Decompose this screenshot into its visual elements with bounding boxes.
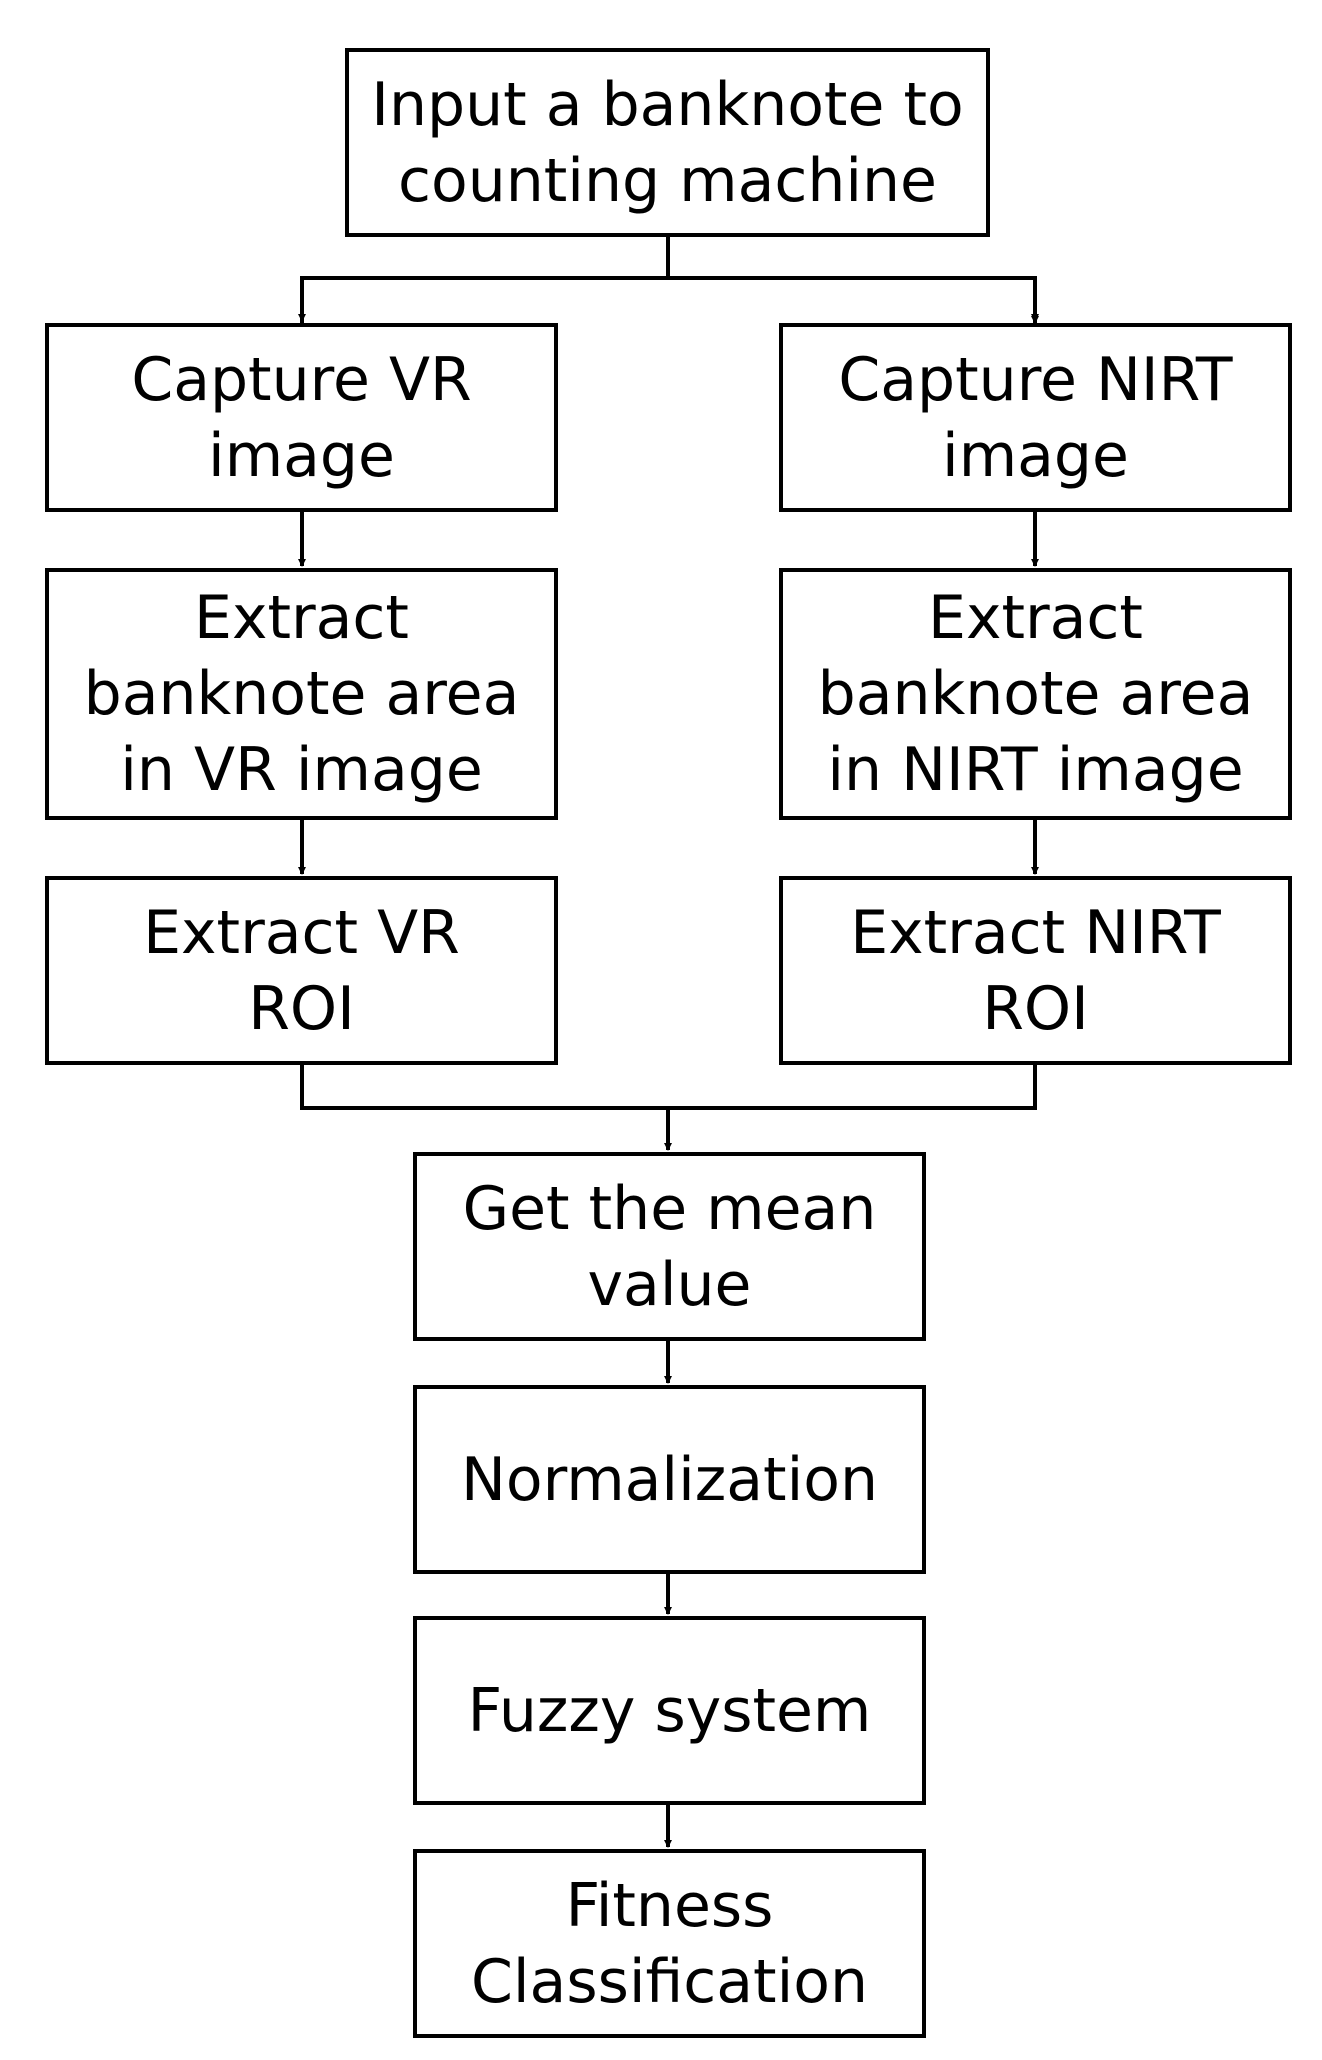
- capture-vr-line-1: Capture VR: [131, 344, 472, 415]
- connector-input-split: [300, 237, 1035, 323]
- capture-vr-node: Capture VR image: [45, 323, 558, 512]
- extract-area-nirt-line-2: banknote area: [817, 659, 1254, 729]
- fitness-classification-line-1: Fitness: [565, 1870, 774, 1941]
- normalization-line-1: Normalization: [461, 1444, 878, 1515]
- capture-nirt-line-2: image: [942, 420, 1129, 491]
- fitness-classification-line-2: Classification: [470, 1946, 868, 2017]
- extract-area-vr-line-1: Extract: [194, 583, 409, 653]
- input-banknote-line-1: Input a banknote to: [371, 69, 964, 140]
- extract-roi-nirt-line-2: ROI: [982, 973, 1089, 1044]
- extract-area-nirt-line-3: in NIRT image: [827, 735, 1244, 805]
- extract-area-vr-line-3: in VR image: [120, 735, 483, 805]
- extract-roi-nirt-node: Extract NIRT ROI: [779, 876, 1292, 1065]
- extract-roi-nirt-line-1: Extract NIRT: [850, 897, 1221, 968]
- connector-roi-merge: [300, 1065, 1037, 1110]
- extract-area-vr-node: Extract banknote area in VR image: [45, 568, 558, 820]
- extract-roi-vr-line-2: ROI: [248, 973, 355, 1044]
- extract-area-vr-line-2: banknote area: [83, 659, 520, 729]
- fuzzy-system-line-1: Fuzzy system: [467, 1675, 872, 1746]
- mean-value-line-2: value: [587, 1249, 752, 1320]
- fitness-classification-node: Fitness Classification: [413, 1849, 926, 2038]
- input-banknote-node: Input a banknote to counting machine: [345, 48, 990, 237]
- capture-nirt-line-1: Capture NIRT: [838, 344, 1233, 415]
- mean-value-node: Get the mean value: [413, 1152, 926, 1341]
- input-banknote-line-2: counting machine: [398, 145, 937, 216]
- mean-value-line-1: Get the mean: [462, 1173, 877, 1244]
- extract-roi-vr-node: Extract VR ROI: [45, 876, 558, 1065]
- capture-nirt-node: Capture NIRT image: [779, 323, 1292, 512]
- extract-area-nirt-node: Extract banknote area in NIRT image: [779, 568, 1292, 820]
- fuzzy-system-node: Fuzzy system: [413, 1616, 926, 1805]
- normalization-node: Normalization: [413, 1385, 926, 1574]
- extract-roi-vr-line-1: Extract VR: [143, 897, 460, 968]
- capture-vr-line-2: image: [208, 420, 395, 491]
- extract-area-nirt-line-1: Extract: [928, 583, 1143, 653]
